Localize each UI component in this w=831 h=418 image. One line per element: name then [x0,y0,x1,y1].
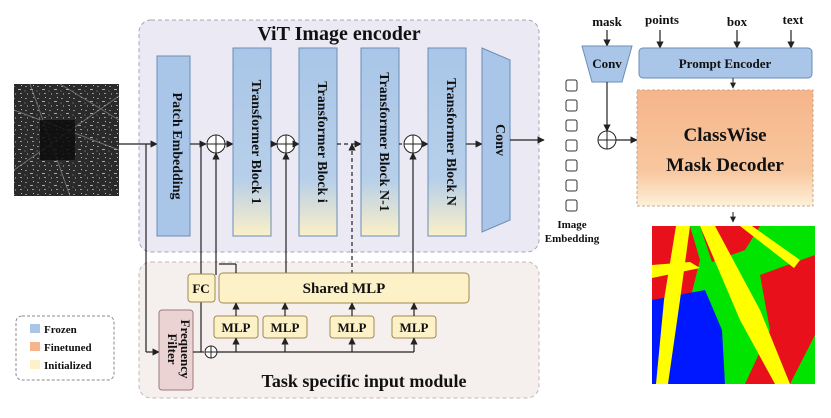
legend [15,315,115,381]
add-node-bottom [204,345,218,359]
transformer-block-n [427,47,467,237]
transformer-block-i [298,47,338,237]
legend-item-initialized: Initialized [30,360,92,372]
prompt-encoder-label: Prompt Encoder [679,56,772,71]
mask-decoder-label-1: ClassWise [683,125,766,146]
patch-embedding-block [156,55,191,237]
prompt-box-label: box [727,14,748,29]
shared-mlp-block [218,272,470,304]
frequency-filter-label-2: Filter [165,333,180,364]
transformer-block-1 [232,47,272,237]
frequency-filter-label-1: Frequency [178,320,193,379]
encoder-conv-label: Conv [492,124,507,156]
task-module-title: Task specific input module [262,371,467,391]
svg-text:Initialized: Initialized [44,360,92,372]
shared-mlp-label: Shared MLP [303,281,386,297]
add-node-3 [403,134,423,154]
svg-text:Finetuned: Finetuned [44,342,92,354]
prompt-conv-label: Conv [592,56,622,71]
mlp-block-1: MLP [213,315,259,339]
mask-decoder-block [636,89,814,207]
transformer-block-n-1-label: Transformer Block N-1 [376,72,391,211]
svg-text:MLP: MLP [271,320,300,335]
mlp-block-3: MLP [329,315,375,339]
transformer-block-1-label: Transformer Block 1 [248,80,263,205]
prompt-encoder-block [638,47,813,79]
fc-block [187,273,216,303]
patch-embedding-label: Patch Embedding [169,93,184,200]
image-embedding-stack [565,79,578,212]
add-node-embedding [597,130,617,150]
svg-text:MLP: MLP [338,320,367,335]
svg-text:MLP: MLP [222,320,251,335]
prompt-text-label: text [783,12,805,27]
frequency-filter-block [158,309,194,391]
mlp-block-4: MLP [391,315,437,339]
mlp-block-2: MLP [262,315,308,339]
encoder-panel [138,19,540,253]
encoder-title: ViT Image encoder [257,23,420,45]
transformer-block-n-1 [360,47,400,237]
legend-item-finetuned: Finetuned [30,342,92,354]
legend-item-frozen: Frozen [30,324,77,336]
fc-label: FC [192,281,209,296]
add-node-2 [276,134,296,154]
segmentation-output [652,226,815,384]
prompt-mask-label: mask [592,14,622,29]
image-embedding-label-2: Embedding [545,233,600,245]
svg-text:MLP: MLP [400,320,429,335]
prompt-points-label: points [645,12,679,27]
encoder-conv-block [481,47,511,233]
transformer-block-n-label: Transformer Block N [443,78,458,206]
image-embedding-label-1: Image [557,219,586,231]
mask-decoder-label-2: Mask Decoder [666,155,784,176]
prompt-conv-block [581,45,633,83]
add-node-1 [206,134,226,154]
transformer-block-i-label: Transformer Block i [314,81,329,203]
svg-text:Frozen: Frozen [44,324,77,336]
